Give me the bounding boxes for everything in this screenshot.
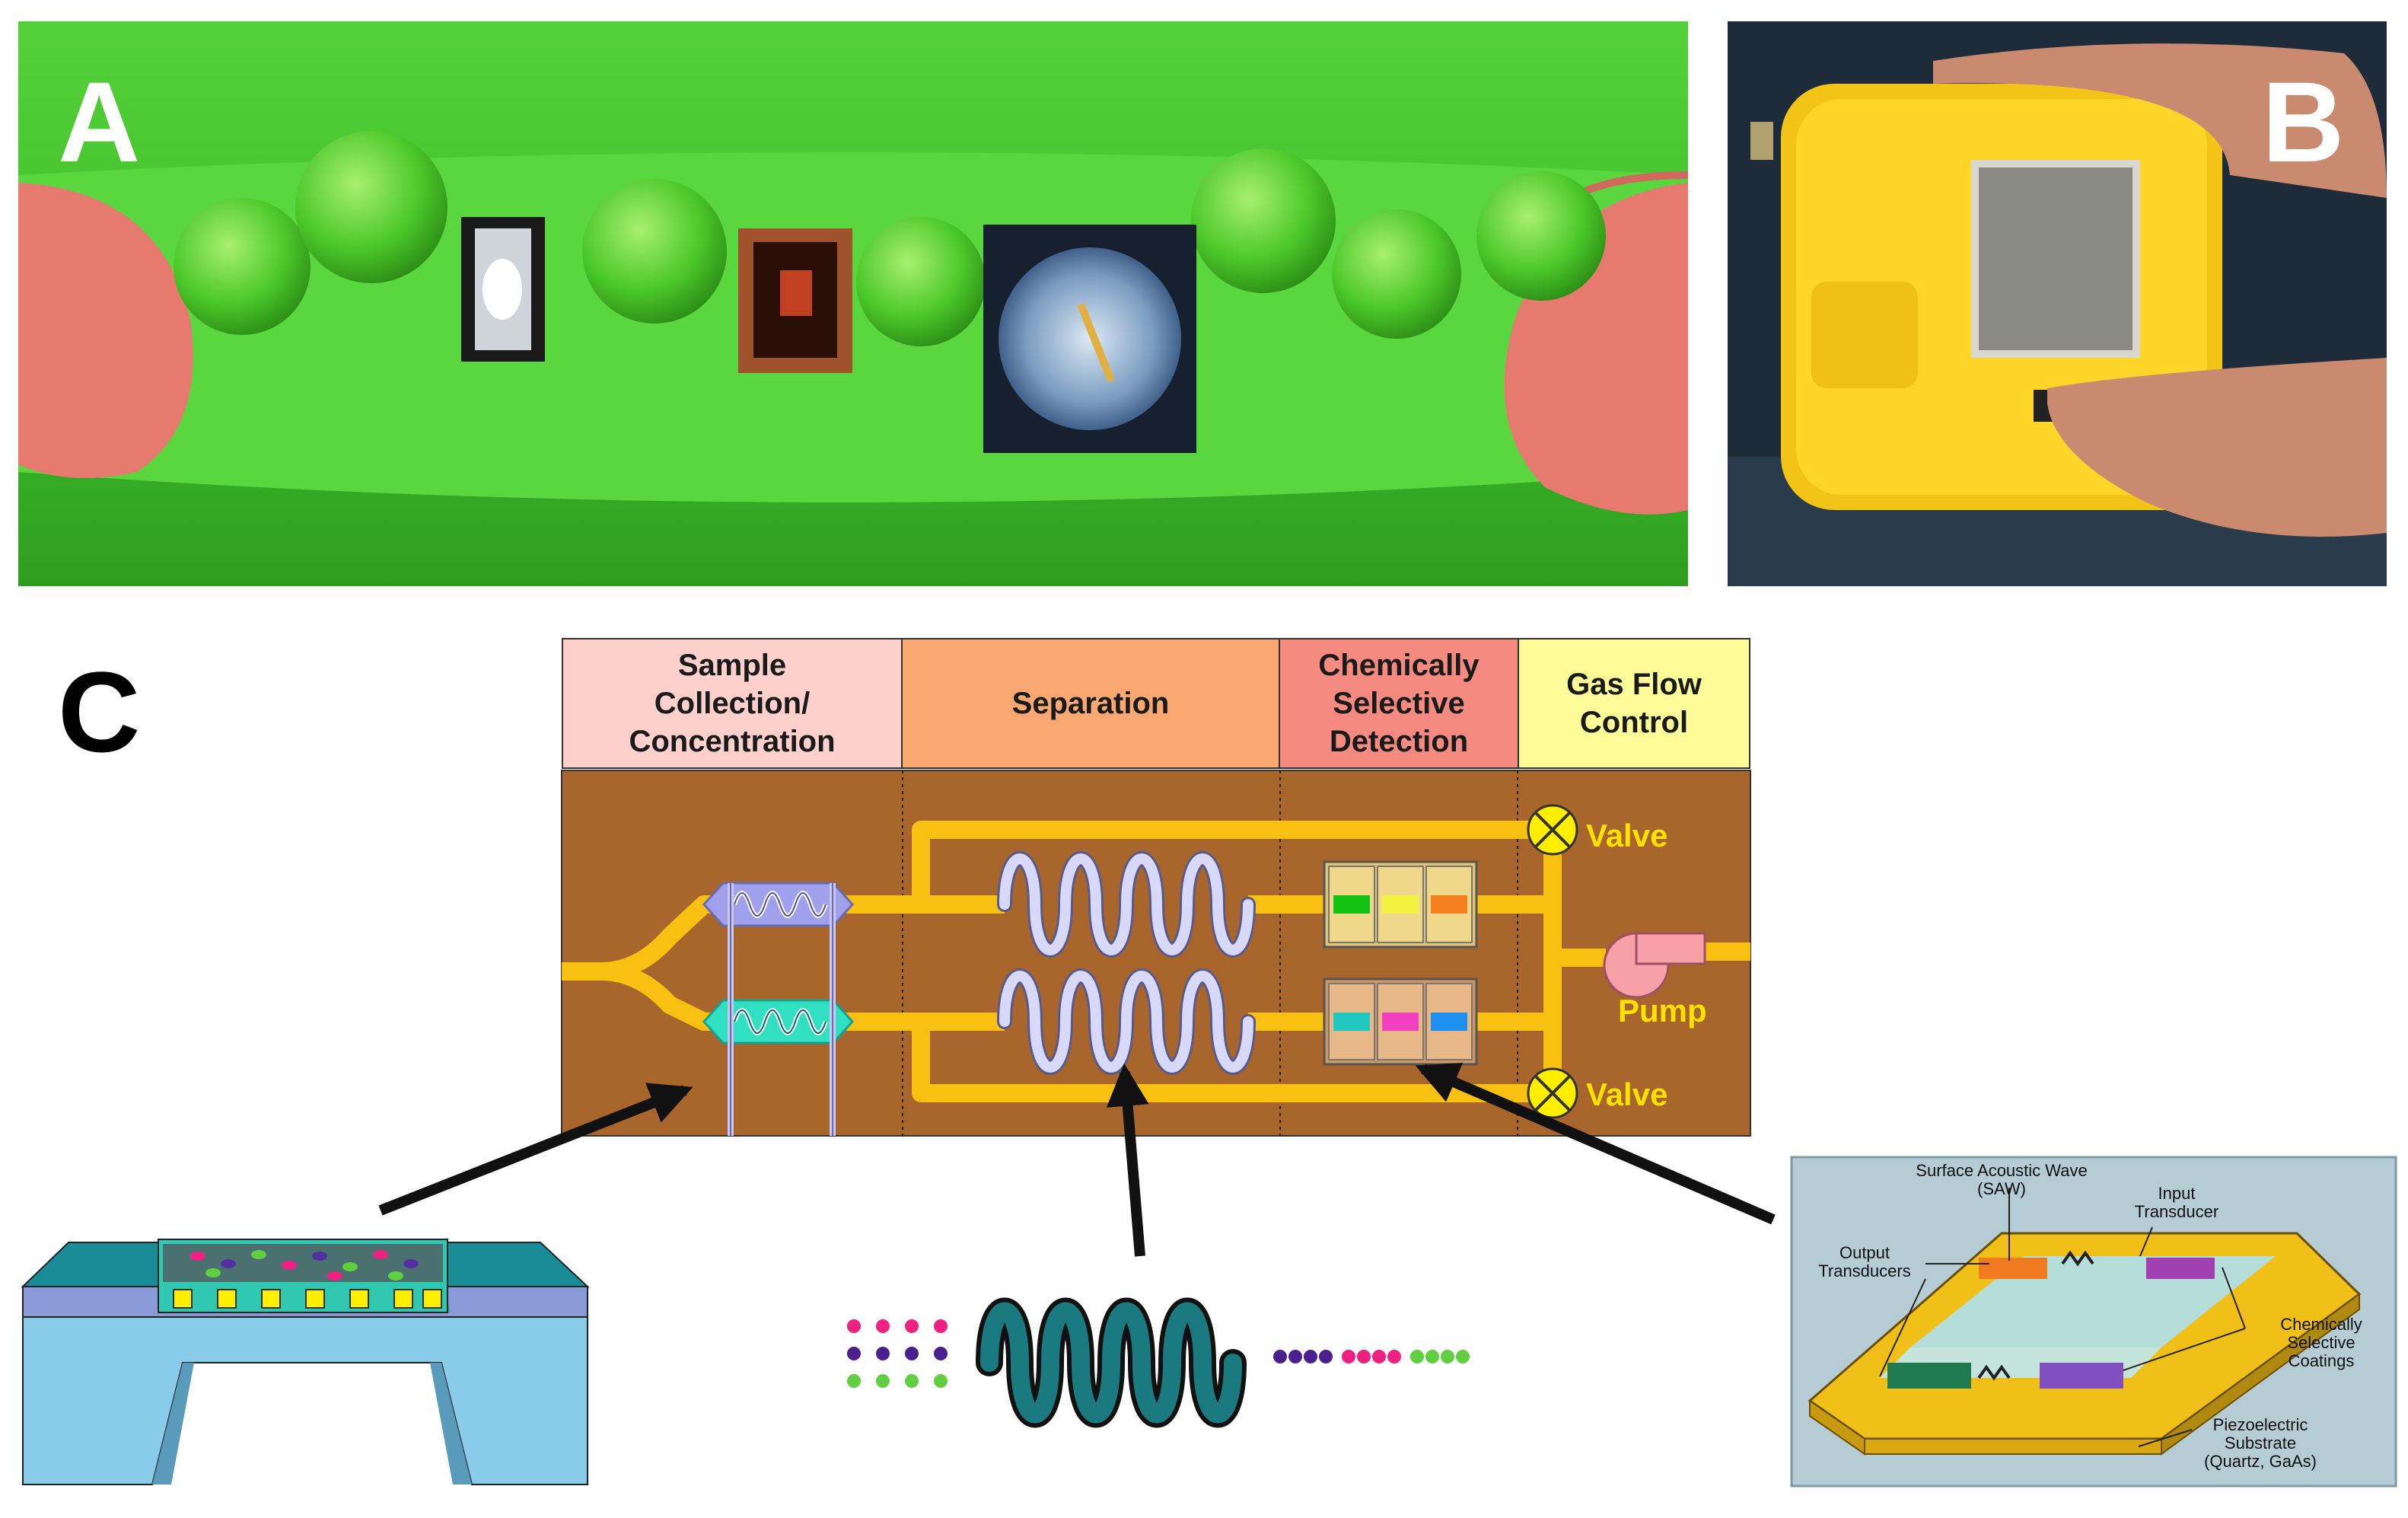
microchips <box>461 217 1196 453</box>
pointer-arrows <box>378 1062 1776 1257</box>
saw-label-substrate: Piezoelectric Substrate (Quartz, GaAs) <box>2204 1415 2317 1471</box>
header-sample-collection: Sample Collection/ Concentration <box>562 638 903 769</box>
saw-label-input-transducer: Input Transducer <box>2134 1184 2219 1221</box>
valve-top-icon <box>1527 804 1578 856</box>
concentrators <box>702 882 855 1136</box>
gas-channels <box>562 821 1750 1102</box>
microsystem-schematic <box>561 770 1751 1137</box>
pump-label: Pump <box>1618 993 1707 1028</box>
panel-letter-b: B <box>2262 58 2345 186</box>
valve-top-label: Valve <box>1586 818 1668 853</box>
panel-letter-a: A <box>58 58 141 186</box>
photo-pea-pod <box>18 21 1689 586</box>
header-detection: Chemically Selective Detection <box>1279 638 1519 769</box>
valve-bottom-label: Valve <box>1586 1076 1668 1112</box>
pump-icon <box>1603 932 1706 999</box>
left-finger <box>18 183 193 478</box>
saw-label-surface-wave: Surface Acoustic Wave (SAW) <box>1916 1161 2088 1198</box>
peas <box>174 131 1606 346</box>
saw-label-output-transducers: Output Transducers <box>1818 1243 1911 1280</box>
photo-handheld-device <box>1728 21 2387 586</box>
separation-columns <box>997 851 1256 1075</box>
separation-illustration <box>847 1297 1470 1428</box>
hand-top <box>1933 43 2387 199</box>
saw-label-coatings: Chemically Selective Coatings <box>2280 1315 2362 1370</box>
valve-bottom-icon <box>1527 1067 1578 1119</box>
hand-bottom <box>2047 358 2387 537</box>
panel-letter-c: C <box>58 648 141 776</box>
detector-arrays <box>1323 860 1478 1066</box>
saw-device-drawing <box>1790 1156 2397 1488</box>
header-separation: Separation <box>901 638 1280 769</box>
preconcentrator-drawing <box>21 1239 590 1485</box>
header-gas-flow-control: Gas Flow Control <box>1518 638 1750 769</box>
